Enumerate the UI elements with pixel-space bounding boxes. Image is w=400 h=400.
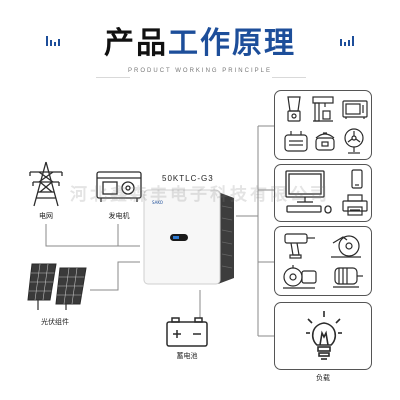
solar-panel-icon — [27, 263, 87, 310]
company-watermark: 河北鑫森丰电子科技有限公司 — [70, 185, 330, 205]
rice-cooker-icon — [315, 132, 335, 151]
water-pump-icon — [283, 265, 317, 289]
subtitle-divider-right — [272, 77, 306, 78]
inverter-device — [143, 189, 234, 285]
source-label-grid: 电网 — [39, 212, 53, 220]
light-bulb-icon — [306, 311, 342, 360]
source-label-battery: 蓄电池 — [176, 352, 198, 360]
title-decoration-right — [340, 36, 354, 46]
source-label-solar: 光伏组件 — [41, 318, 69, 326]
microwave-icon — [342, 100, 368, 119]
title-part-1: 产品 — [104, 26, 168, 61]
title-decoration-left — [46, 36, 60, 46]
inverter-brand: SAKO — [152, 200, 163, 205]
load-label: 负载 — [316, 374, 330, 382]
toaster-icon — [284, 131, 308, 152]
desktop-computer-icon — [285, 170, 332, 214]
battery-icon — [166, 317, 208, 347]
title-part-2: 工作原理 — [168, 26, 296, 61]
page-title: 产品工作原理 — [0, 26, 400, 62]
load-group-kitchen — [274, 90, 372, 160]
page-subtitle: PRODUCT WORKING PRINCIPLE — [128, 68, 272, 74]
load-group-office — [274, 164, 372, 222]
power-tower-icon — [29, 161, 63, 207]
load-group-tools — [274, 226, 372, 296]
drill-icon — [284, 233, 315, 259]
circular-saw-icon — [331, 235, 361, 258]
subtitle-divider-left — [96, 77, 130, 78]
fan-icon — [344, 128, 364, 154]
load-group-lighting — [274, 302, 372, 370]
smartphone-icon — [351, 169, 363, 189]
inverter-model: 50KTLC-G3 — [162, 174, 214, 183]
blender-icon — [287, 96, 301, 122]
motor-icon — [333, 267, 363, 288]
printer-icon — [342, 194, 368, 216]
coffee-machine-icon — [312, 96, 334, 122]
source-label-generator: 发电机 — [108, 212, 130, 220]
generator-icon — [96, 171, 142, 202]
